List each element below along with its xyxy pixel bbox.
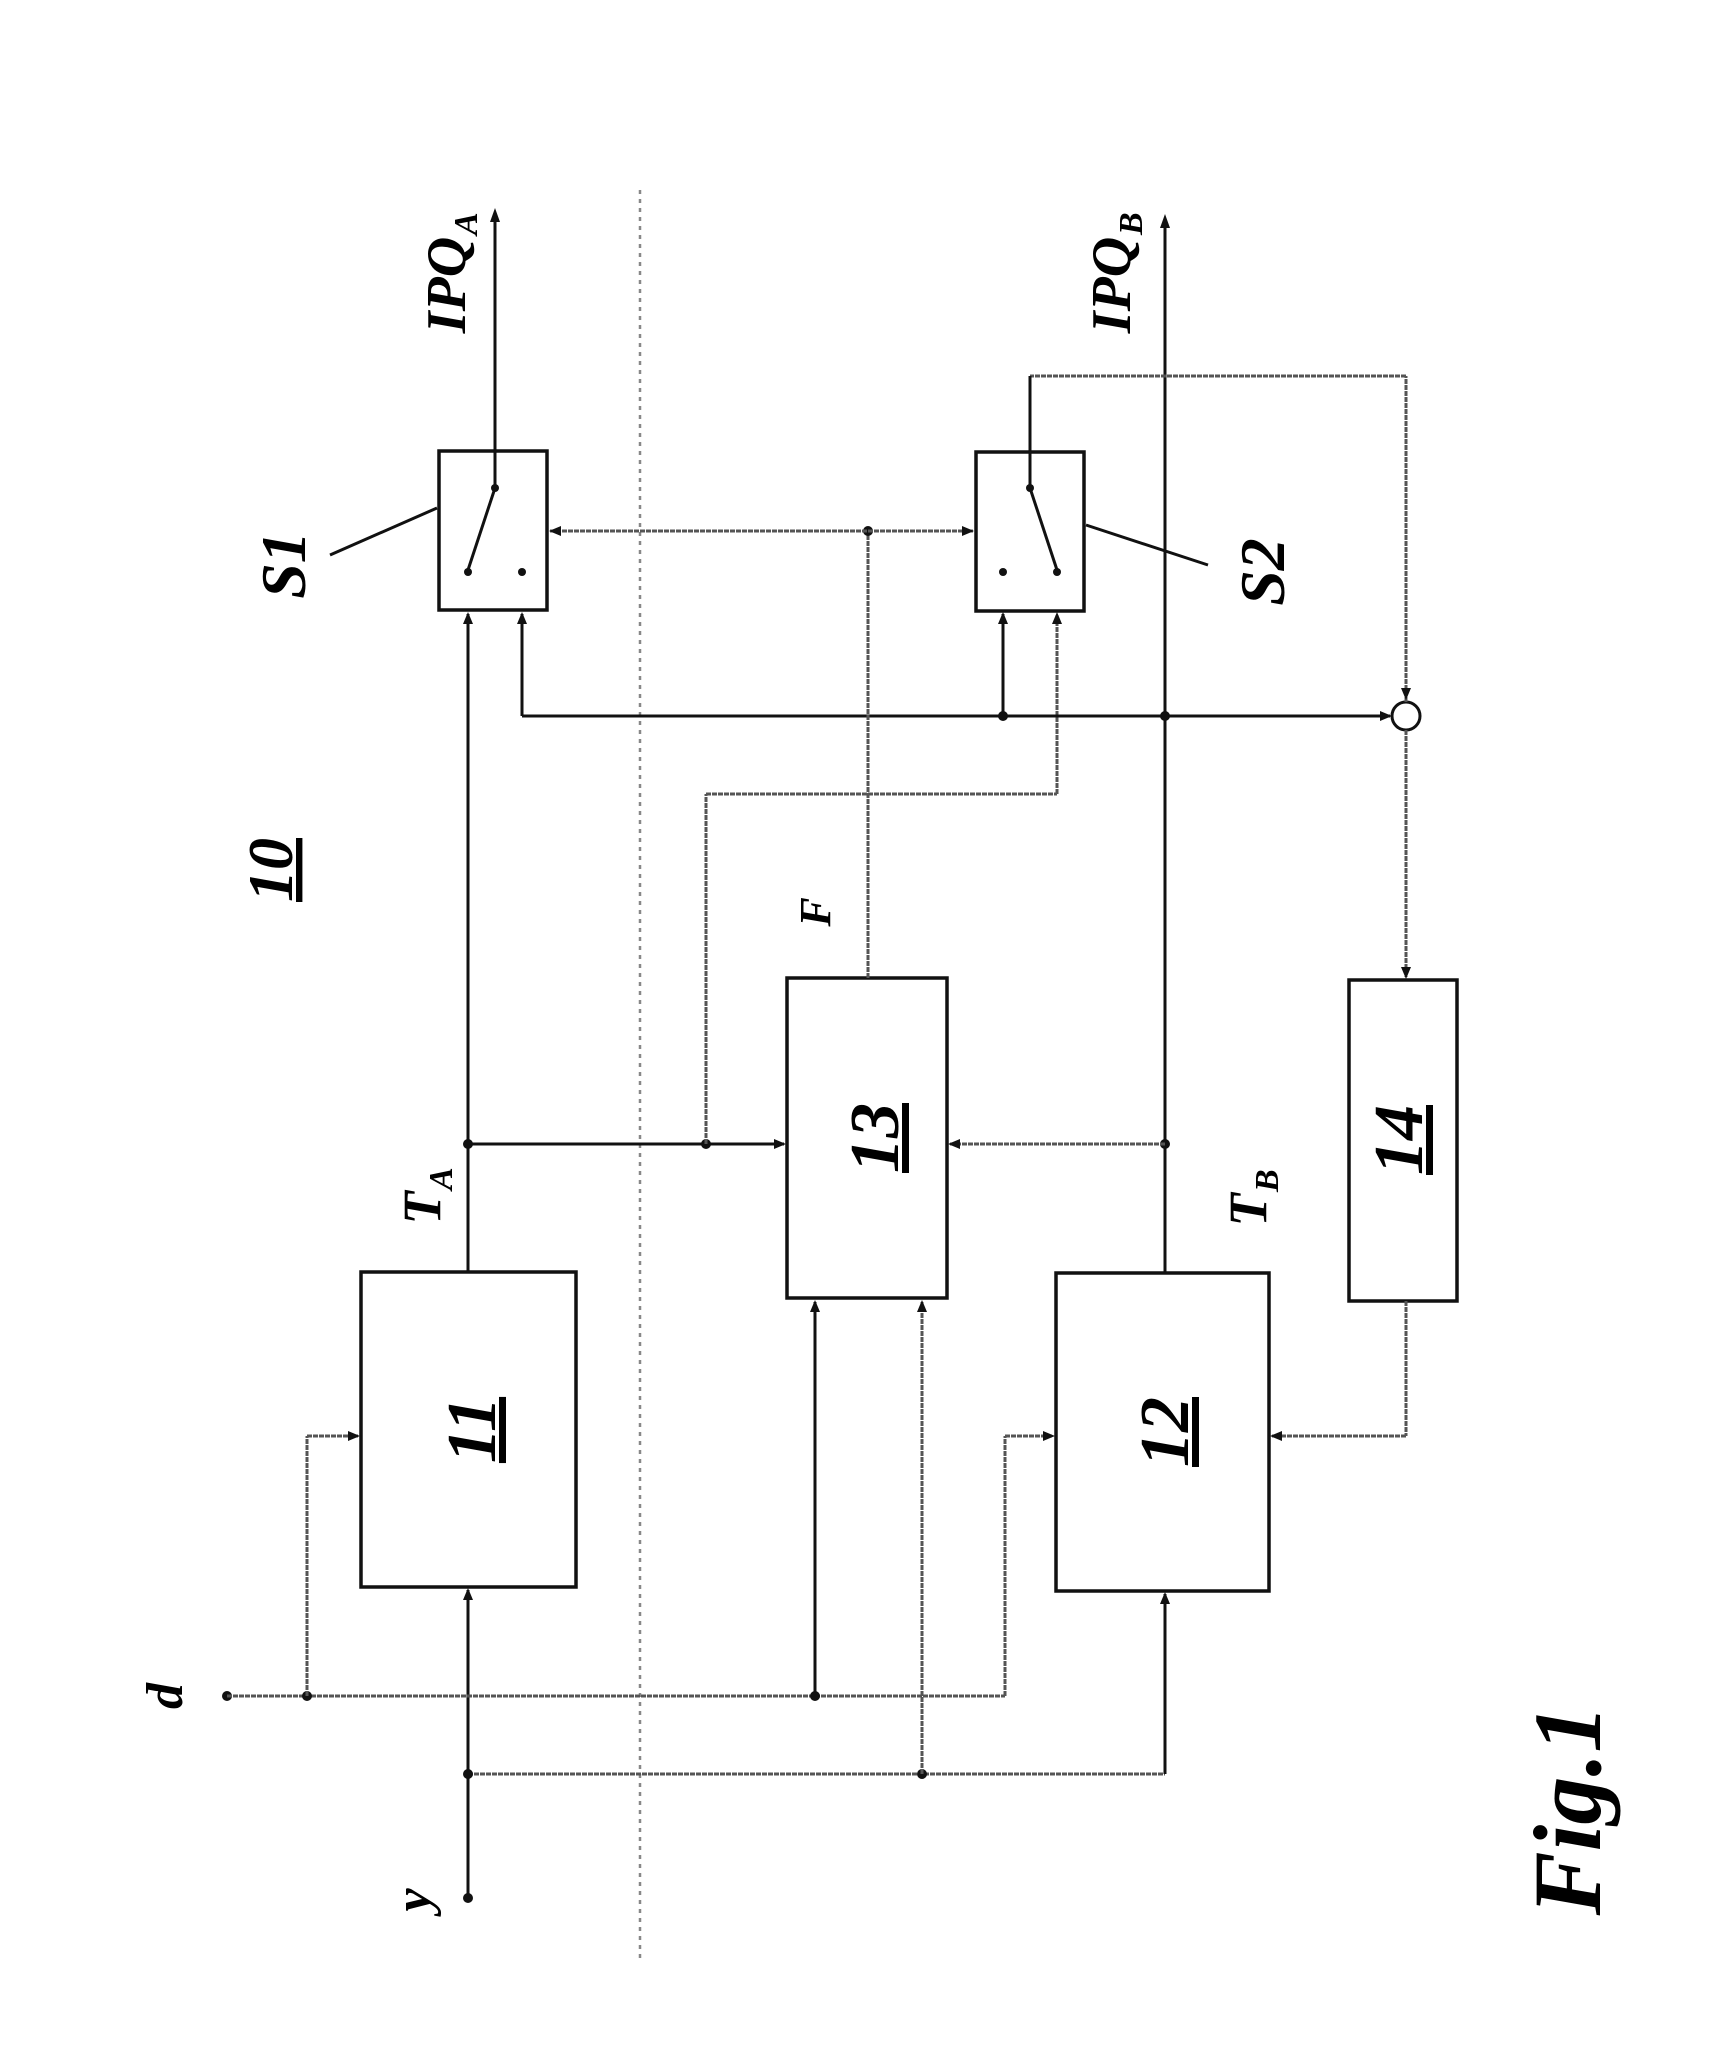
system-number-label: 10 — [235, 838, 306, 902]
s1-leader — [330, 508, 437, 555]
figure-label: Fig.1 — [1514, 1705, 1621, 1917]
input-d-label: d — [137, 1682, 194, 1709]
signal-tb-label: T B — [1218, 1169, 1286, 1226]
svg-text:T: T — [1218, 1192, 1278, 1227]
block-12-label: 12 — [1127, 1397, 1204, 1467]
switch-s2-label: S2 — [1227, 538, 1298, 606]
signal-f-label: F — [791, 897, 840, 927]
feedback-wire — [517, 612, 1392, 721]
ta-wire — [463, 612, 1062, 1272]
switch-s1-label: S1 — [248, 531, 319, 599]
input-y-label: y — [385, 1888, 442, 1918]
block-13-label: 13 — [837, 1103, 914, 1173]
svg-text:B: B — [1113, 212, 1150, 236]
switch-s1 — [439, 451, 547, 610]
output-ipqa-label: IPQ A — [416, 212, 485, 334]
signal-ta-label: T A — [392, 1167, 460, 1224]
svg-text:IPQ: IPQ — [416, 237, 478, 334]
svg-text:A: A — [448, 212, 485, 237]
output-ipqb-label: IPQ B — [1081, 212, 1150, 334]
block-14-label: 14 — [1361, 1105, 1438, 1175]
svg-text:T: T — [392, 1190, 452, 1225]
s2-leader — [1086, 525, 1208, 565]
svg-text:B: B — [1249, 1169, 1286, 1193]
block-11-label: 11 — [434, 1397, 511, 1463]
tb-wire — [948, 214, 1170, 1273]
svg-text:IPQ: IPQ — [1081, 237, 1143, 334]
input-d-wire — [222, 1300, 1055, 1701]
f-wire — [549, 526, 974, 978]
output-ipqa-wire — [490, 208, 500, 488]
svg-text:A: A — [423, 1167, 460, 1192]
